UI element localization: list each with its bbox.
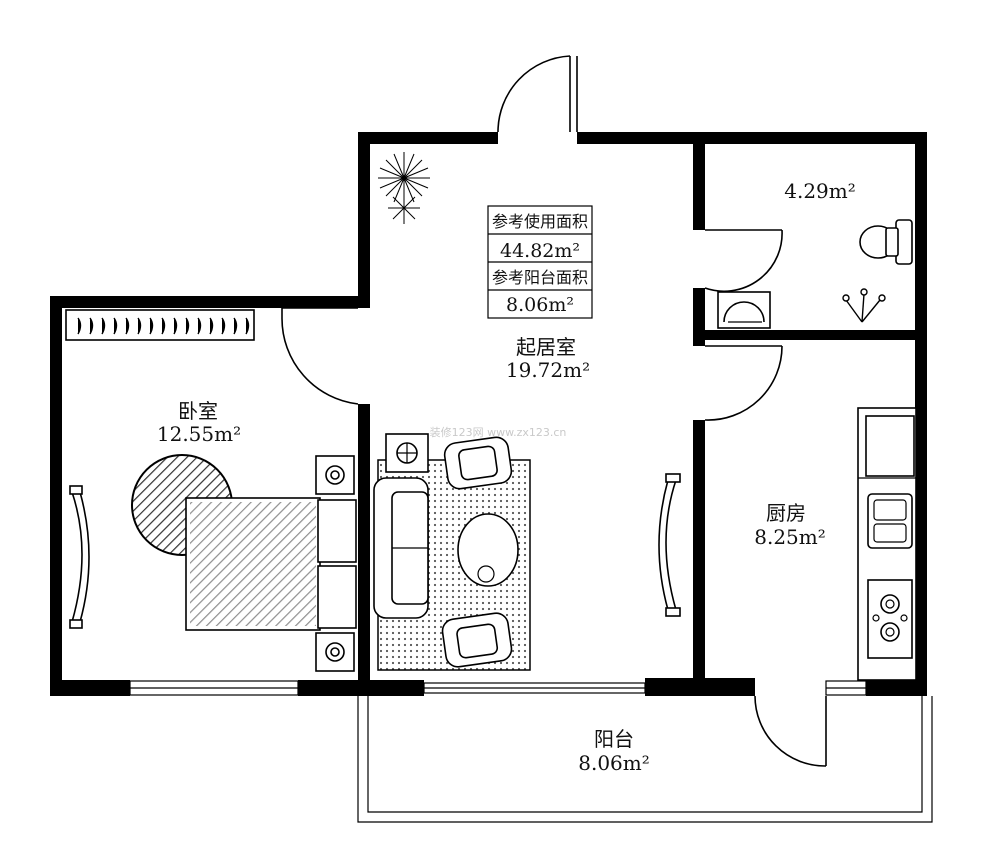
kitchen-sink (867, 493, 913, 549)
bedroom-curtain (69, 485, 90, 629)
watermark: 装修123网 www.zx123.cn (430, 425, 567, 439)
living-curtain (658, 473, 681, 617)
bathroom-area: 4.29m² (784, 179, 856, 203)
shower (842, 288, 886, 323)
living-room-area: 19.72m² (506, 358, 590, 382)
bedroom-door (281, 307, 359, 405)
bedroom-area: 12.55m² (157, 422, 241, 446)
usable-area-label: 参考使用面积 (492, 212, 588, 231)
kitchen-area: 8.25m² (754, 525, 826, 549)
entrance-door (497, 55, 578, 133)
side-table (385, 433, 429, 473)
balcony-area: 8.06m² (578, 751, 650, 775)
armchairs (441, 436, 513, 668)
kitchen-counter (857, 407, 917, 681)
hanger-marks (77, 317, 250, 335)
balcony-name: 阳台 (594, 727, 634, 751)
kitchen-door (704, 345, 783, 421)
living-room-name: 起居室 (516, 335, 576, 359)
double-bed (185, 497, 357, 631)
balcony-area-value: 8.06m² (506, 294, 574, 316)
balcony-door (754, 695, 827, 767)
bedroom-name: 卧室 (178, 399, 218, 423)
kitchen-name: 厨房 (766, 501, 806, 525)
balcony-railing (357, 696, 933, 823)
sofa (373, 477, 429, 619)
coffee-table (457, 513, 519, 587)
washbasin (717, 291, 771, 329)
bathroom-door (704, 229, 783, 293)
bedside-tables (315, 455, 355, 672)
toilet (859, 219, 913, 265)
room-labels: 起居室 19.72m² 卧室 12.55m² 4.29m² 厨房 8.25m² … (157, 179, 856, 775)
windows (129, 680, 867, 696)
balcony-area-label: 参考阳台面积 (492, 268, 588, 287)
stove (867, 579, 913, 659)
walls (50, 132, 927, 696)
usable-area-value: 44.82m² (500, 240, 580, 262)
area-reference-box: 参考使用面积 44.82m² 参考阳台面积 8.06m² (487, 205, 593, 319)
plant (378, 152, 430, 224)
wardrobe (65, 309, 255, 341)
